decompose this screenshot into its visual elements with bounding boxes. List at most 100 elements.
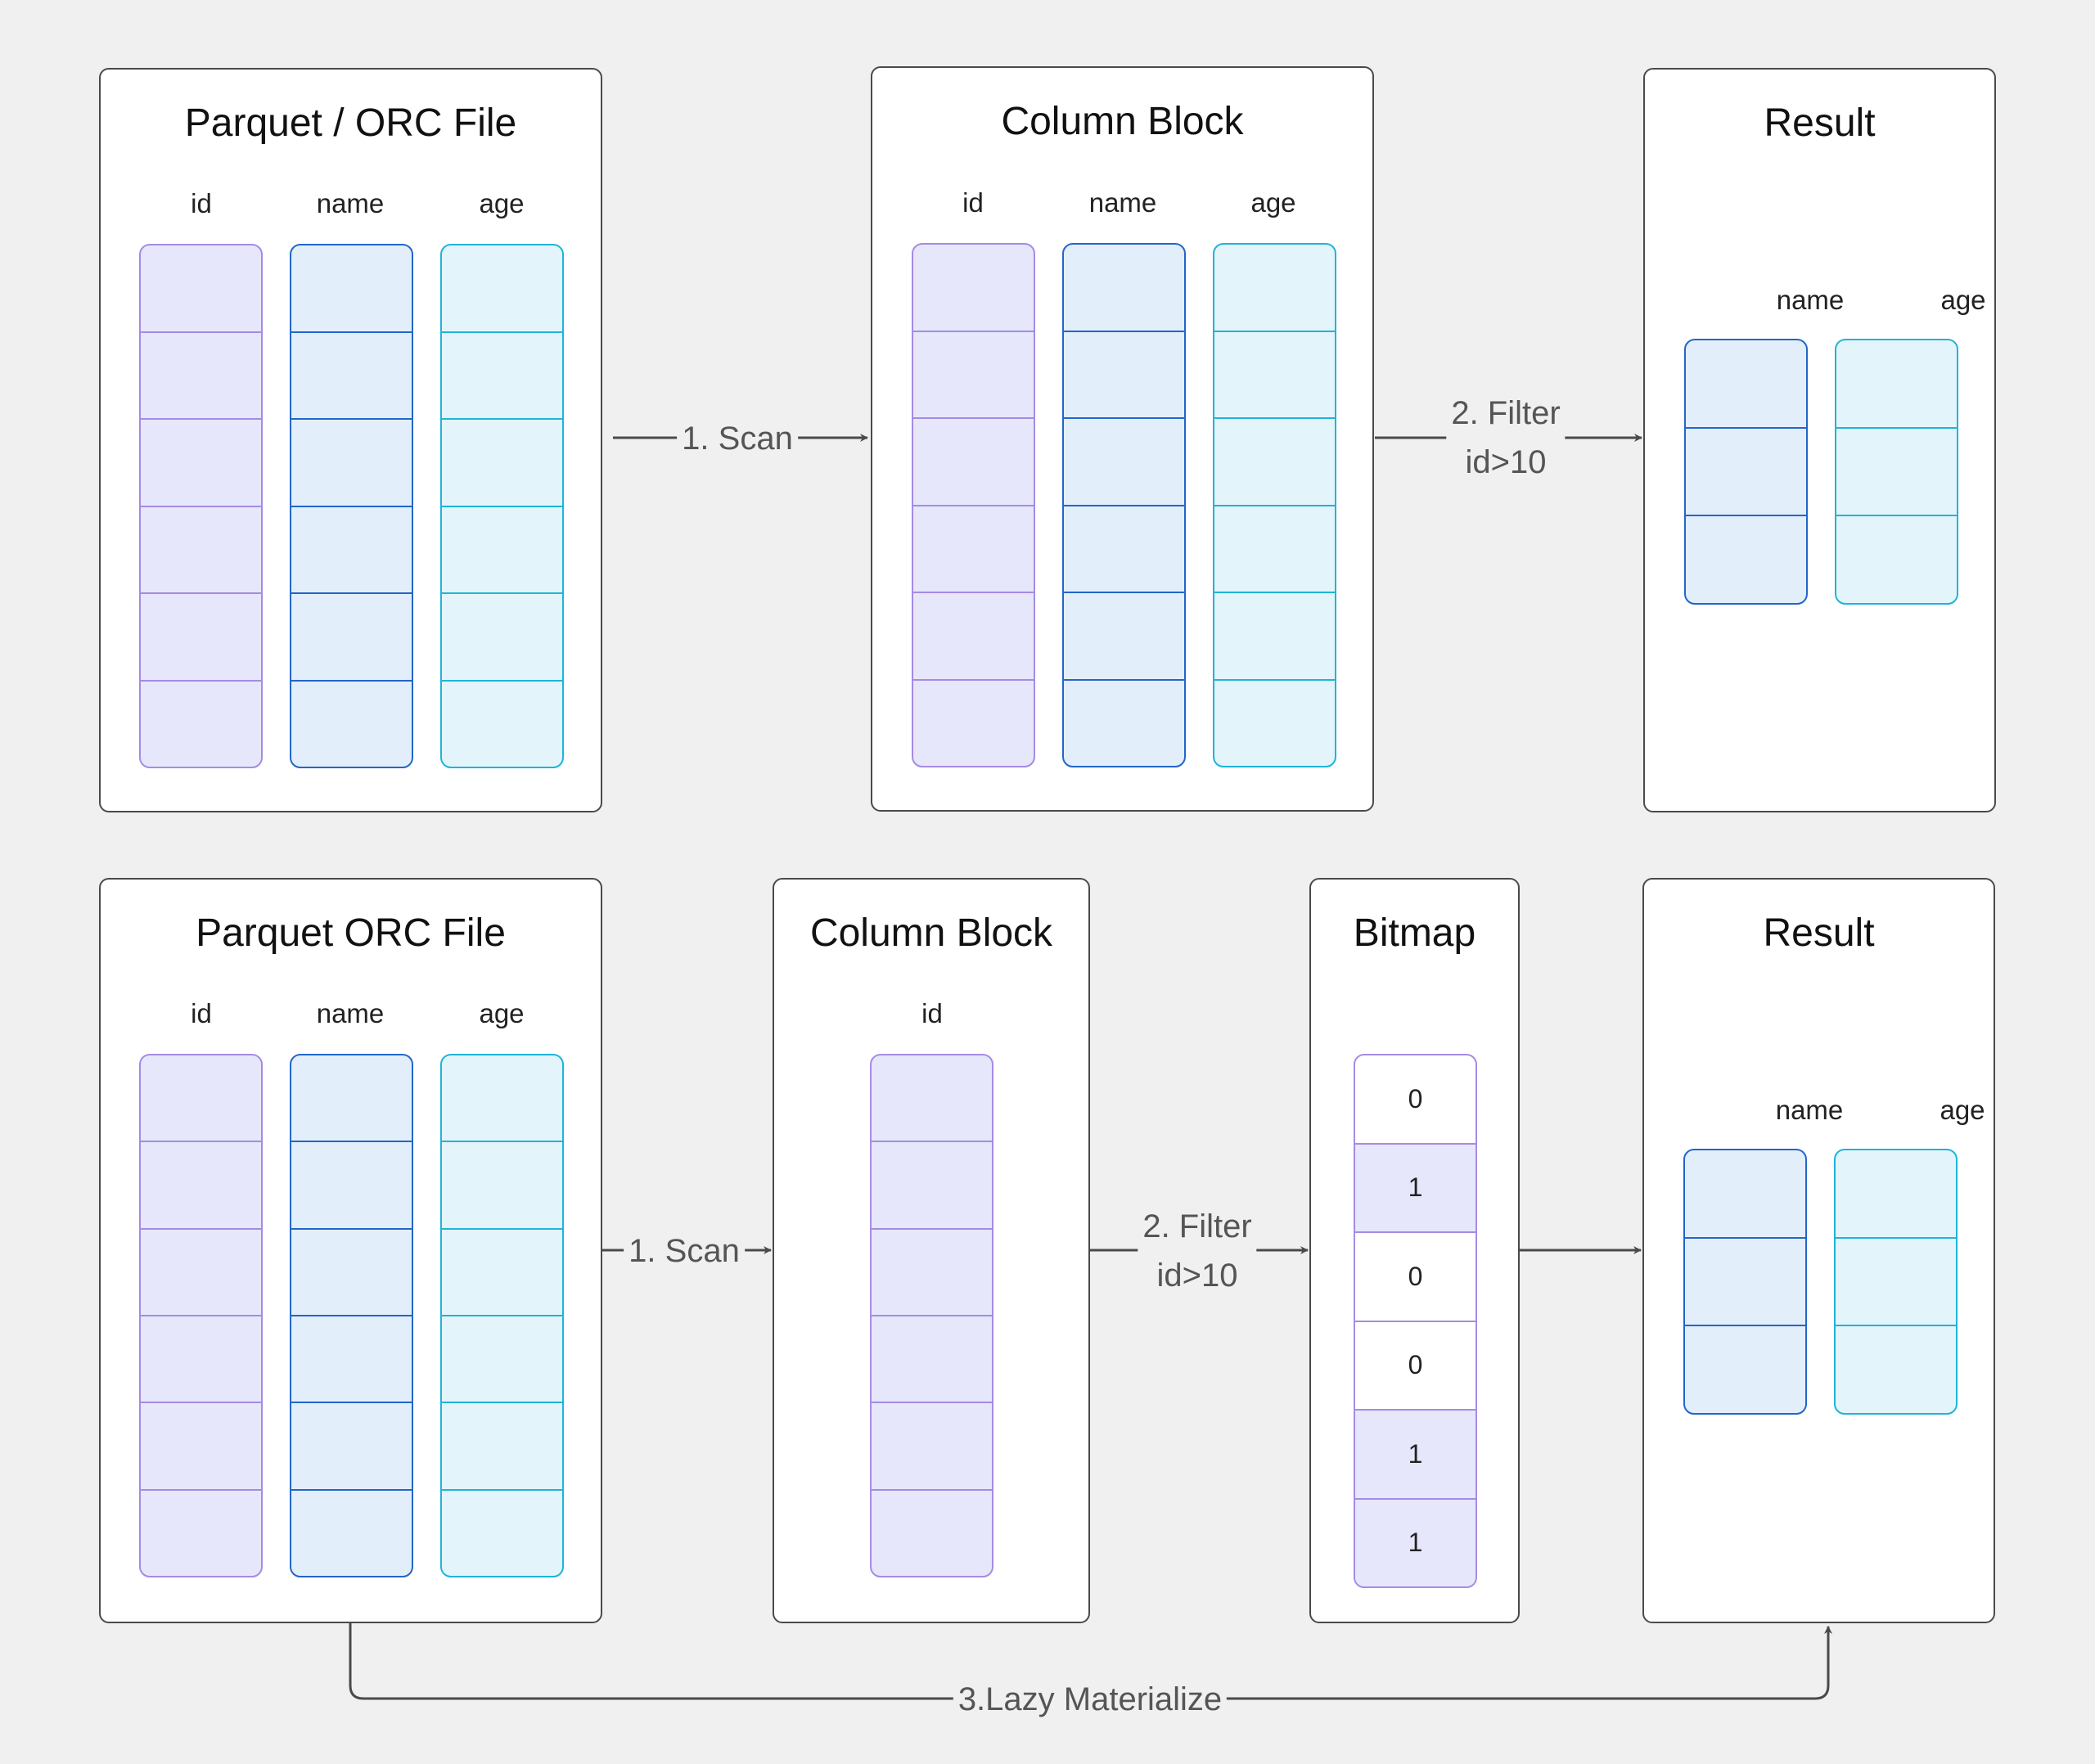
top-result-label-name: name bbox=[1776, 285, 1845, 315]
column-cell bbox=[141, 1402, 261, 1488]
top-block-name-column bbox=[1062, 243, 1186, 767]
column-cell bbox=[291, 1141, 412, 1227]
column-cell bbox=[291, 331, 412, 419]
column-cell bbox=[141, 505, 261, 593]
column-cell bbox=[291, 1402, 412, 1488]
column-cell bbox=[913, 504, 1034, 592]
column-cell bbox=[872, 1055, 992, 1141]
bottom-filter-label-line1: 2. Filter bbox=[1142, 1208, 1252, 1244]
bottom-result-title: Result bbox=[1763, 911, 1875, 955]
column-cell bbox=[442, 245, 562, 331]
top-result-box: Result name age bbox=[1643, 68, 1996, 812]
top-file-label-age: age bbox=[479, 188, 525, 218]
top-filter-label-line1: 2. Filter bbox=[1451, 395, 1561, 431]
column-cell bbox=[442, 1227, 562, 1315]
bottom-column-block-title: Column Block bbox=[809, 911, 1053, 955]
column-cell bbox=[291, 592, 412, 680]
bottom-file-label-name: name bbox=[316, 998, 385, 1028]
column-cell bbox=[1836, 1325, 1956, 1413]
column-cell bbox=[1836, 1150, 1956, 1237]
bitmap-title: Bitmap bbox=[1353, 911, 1476, 955]
bottom-scan-label: 1. Scan bbox=[624, 1226, 745, 1276]
column-cell bbox=[913, 592, 1034, 679]
column-cell bbox=[141, 245, 261, 331]
bottom-filter-label-line2: id>10 bbox=[1156, 1258, 1238, 1294]
top-file-age-column bbox=[440, 244, 564, 768]
column-cell bbox=[442, 331, 562, 419]
column-cell bbox=[1064, 417, 1184, 505]
top-block-id-column bbox=[912, 243, 1035, 767]
top-column-block-title: Column Block bbox=[1001, 100, 1244, 143]
top-block-label-age: age bbox=[1250, 187, 1296, 218]
column-cell bbox=[1214, 330, 1335, 418]
column-cell bbox=[442, 1488, 562, 1576]
column-cell bbox=[1836, 1236, 1956, 1325]
column-cell bbox=[1686, 515, 1806, 603]
top-block-label-id: id bbox=[962, 187, 984, 218]
column-cell bbox=[141, 679, 261, 767]
bottom-result-name-column bbox=[1683, 1149, 1807, 1415]
column-cell bbox=[141, 1488, 261, 1576]
column-cell bbox=[442, 418, 562, 506]
bottom-file-id-column bbox=[139, 1054, 263, 1577]
column-cell bbox=[913, 245, 1034, 331]
column-cell bbox=[141, 331, 261, 419]
column-cell bbox=[1214, 504, 1335, 592]
column-cell bbox=[1836, 340, 1957, 427]
top-block-age-column bbox=[1213, 243, 1336, 767]
top-file-id-column bbox=[139, 244, 263, 768]
column-cell bbox=[1214, 417, 1335, 505]
top-file-box: Parquet / ORC File id name age bbox=[99, 68, 602, 812]
column-cell bbox=[872, 1141, 992, 1227]
top-scan-label: 1. Scan bbox=[677, 414, 798, 463]
column-cell bbox=[1686, 340, 1806, 427]
bitmap-cell: 1 bbox=[1355, 1409, 1476, 1498]
column-cell bbox=[291, 505, 412, 593]
column-cell bbox=[1214, 678, 1335, 767]
top-filter-label: 2. Filter id>10 bbox=[1446, 389, 1566, 487]
bottom-block-id-column bbox=[870, 1054, 993, 1577]
column-cell bbox=[872, 1314, 992, 1402]
column-cell bbox=[442, 1055, 562, 1141]
column-cell bbox=[1064, 678, 1184, 767]
bottom-file-box: Parquet ORC File id name age bbox=[99, 878, 602, 1623]
bottom-file-name-column bbox=[290, 1054, 413, 1577]
column-cell bbox=[291, 1227, 412, 1315]
column-cell bbox=[291, 1488, 412, 1576]
column-cell bbox=[141, 1227, 261, 1315]
column-cell bbox=[141, 592, 261, 680]
column-cell bbox=[872, 1227, 992, 1315]
bottom-block-label-id: id bbox=[921, 998, 943, 1028]
bottom-result-box: Result name age bbox=[1642, 878, 1995, 1623]
column-cell bbox=[1064, 592, 1184, 679]
bitmap-cell: 1 bbox=[1355, 1142, 1476, 1231]
column-cell bbox=[141, 1055, 261, 1141]
column-cell bbox=[1685, 1325, 1805, 1413]
column-cell bbox=[141, 1314, 261, 1402]
column-cell bbox=[1836, 426, 1957, 515]
column-cell bbox=[291, 418, 412, 506]
top-column-block-box: Column Block id name age bbox=[871, 66, 1374, 812]
column-cell bbox=[291, 1055, 412, 1141]
bottom-file-age-column bbox=[440, 1054, 564, 1577]
column-cell bbox=[1214, 592, 1335, 679]
bitmap-cell: 0 bbox=[1355, 1320, 1476, 1410]
top-file-name-column bbox=[290, 244, 413, 768]
top-result-label-age: age bbox=[1940, 285, 1986, 315]
column-cell bbox=[1686, 426, 1806, 515]
column-cell bbox=[872, 1488, 992, 1576]
bottom-file-label-id: id bbox=[191, 998, 212, 1028]
top-result-age-column bbox=[1835, 339, 1958, 605]
column-cell bbox=[1214, 245, 1335, 331]
column-cell bbox=[442, 505, 562, 593]
bitmap-column: 0 1 0 0 1 1 bbox=[1354, 1054, 1477, 1588]
column-cell bbox=[291, 679, 412, 767]
bottom-filter-label: 2. Filter id>10 bbox=[1138, 1202, 1257, 1300]
top-file-title: Parquet / ORC File bbox=[184, 101, 517, 145]
column-cell bbox=[913, 417, 1034, 505]
top-block-label-name: name bbox=[1088, 187, 1157, 218]
column-cell bbox=[291, 1314, 412, 1402]
column-cell bbox=[872, 1402, 992, 1488]
bitmap-cell: 1 bbox=[1355, 1497, 1476, 1586]
column-cell bbox=[1685, 1150, 1805, 1237]
